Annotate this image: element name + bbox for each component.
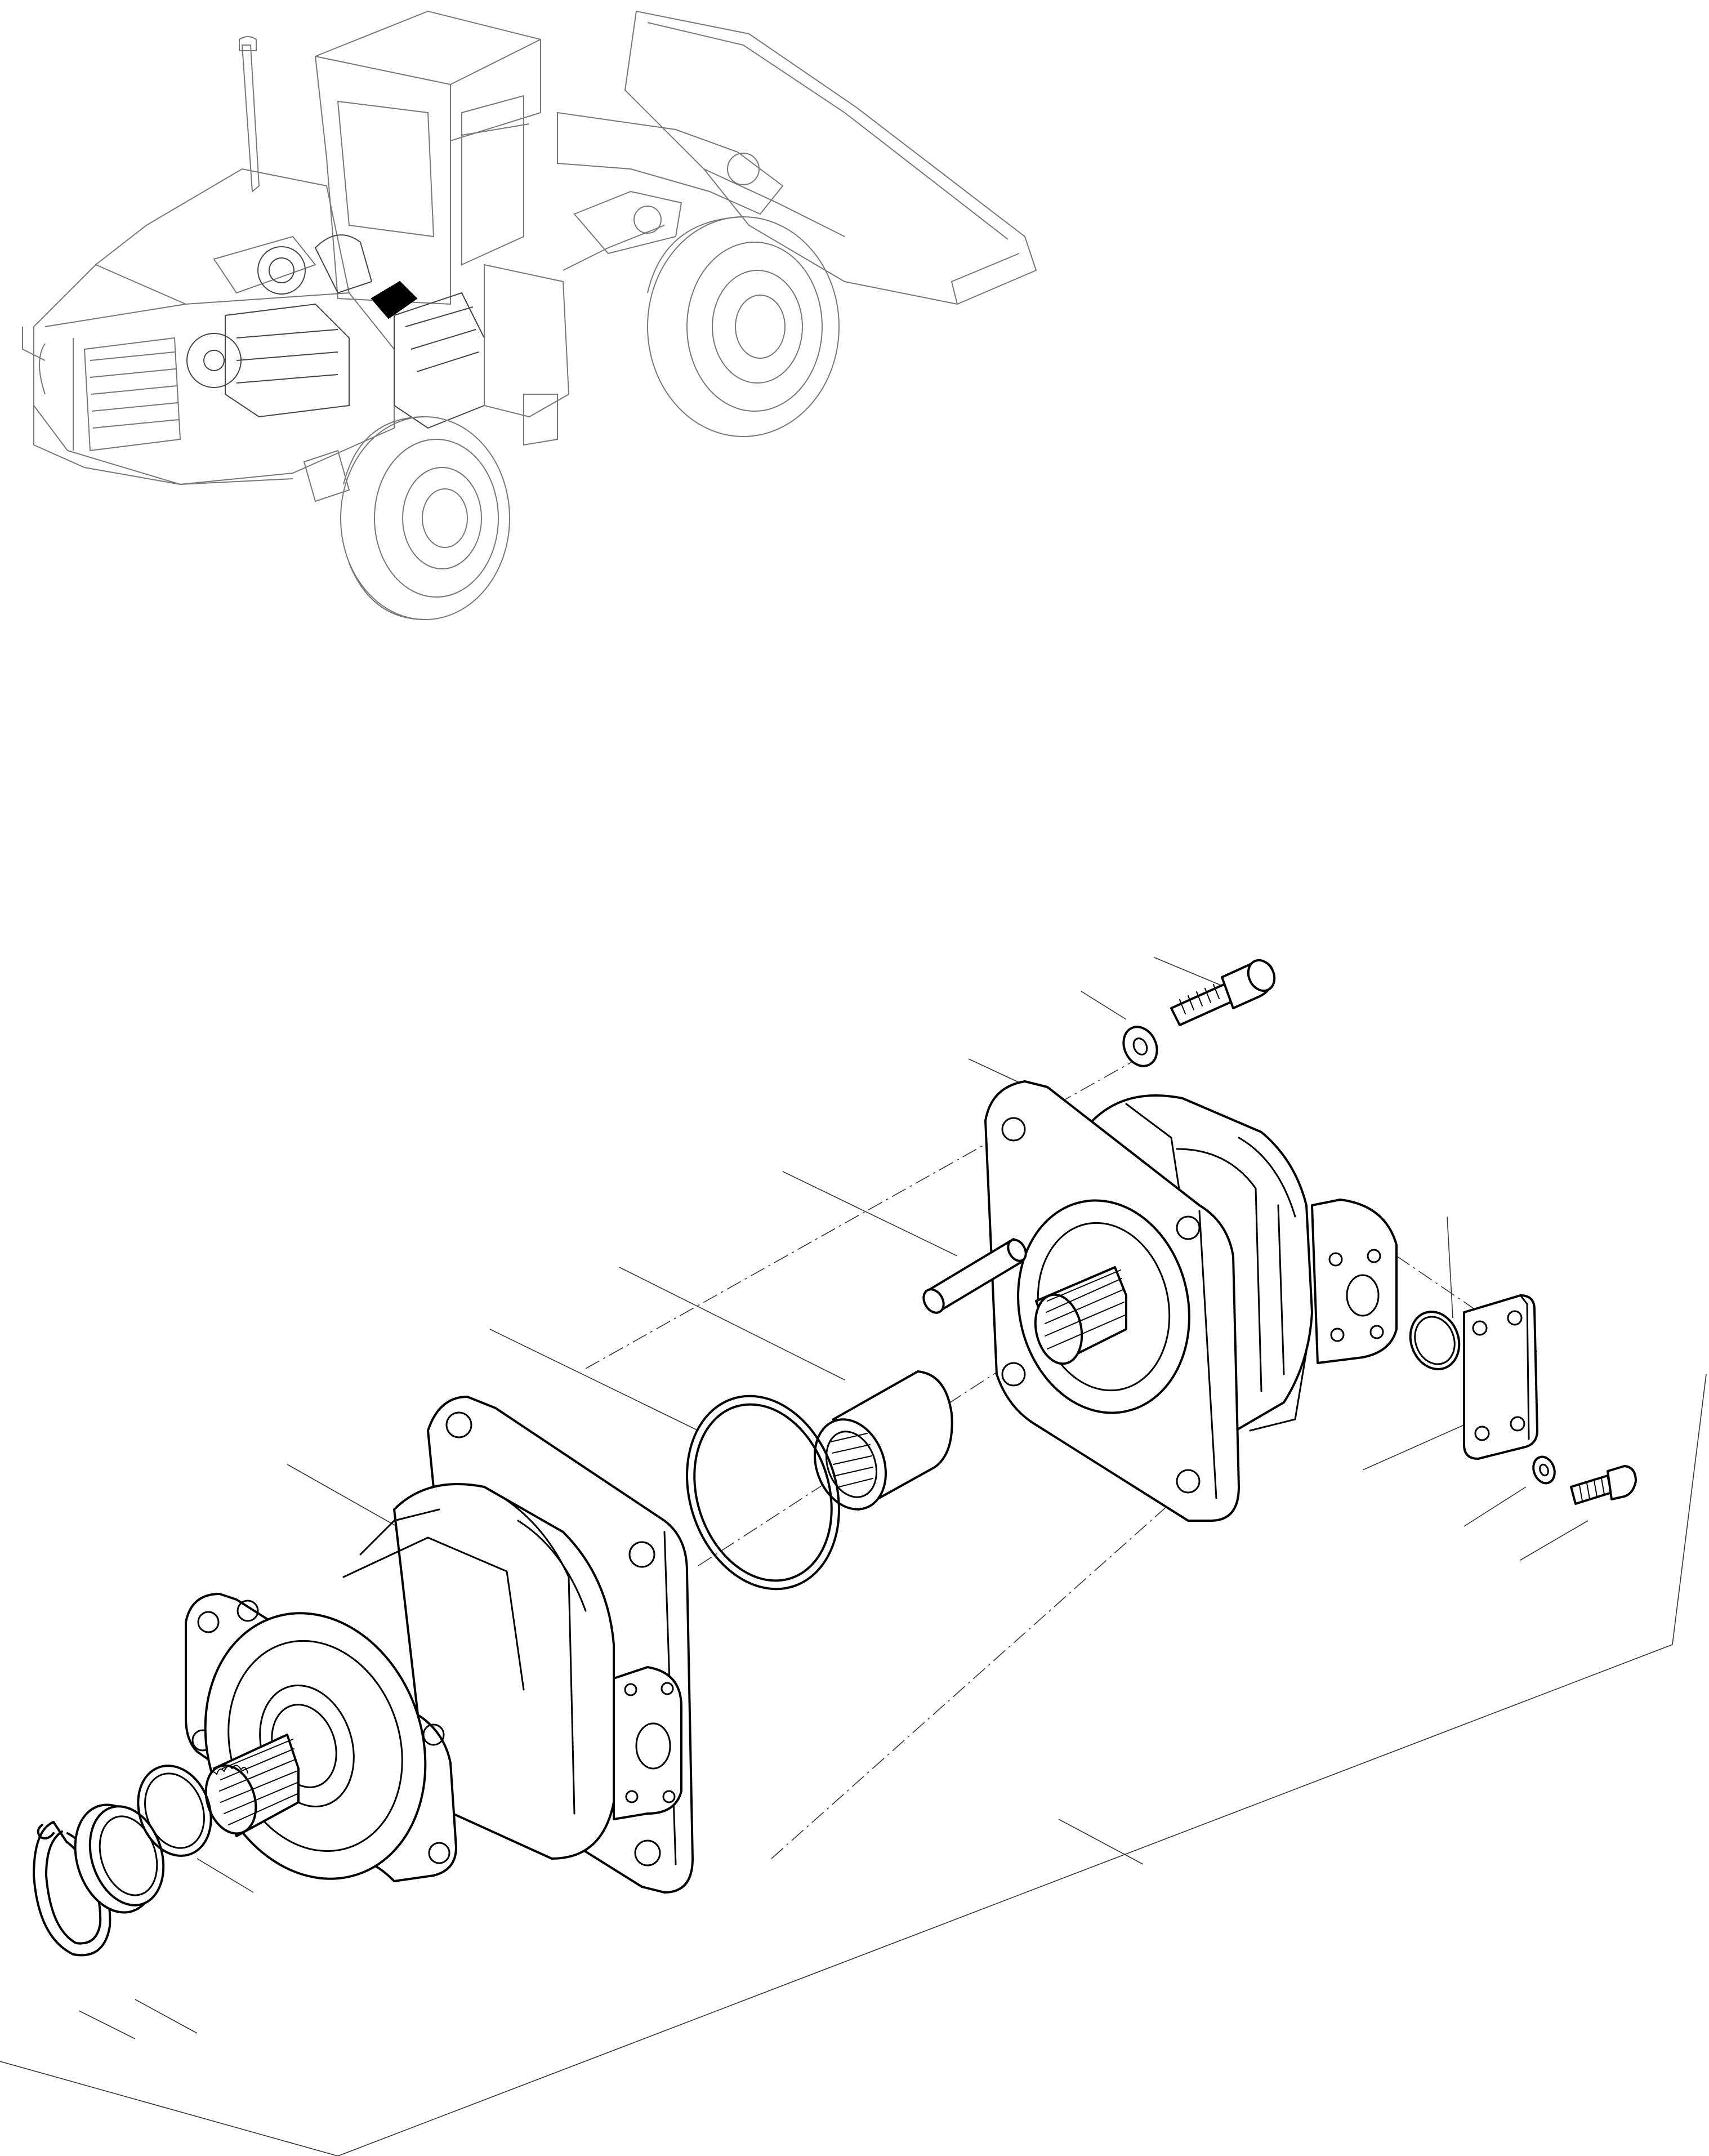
washer — [1122, 1026, 1158, 1067]
leader-dowel-pin — [782, 1171, 958, 1257]
loader-counterweight — [22, 327, 293, 485]
loader-engine-hood — [33, 168, 395, 485]
leader-washer — [1081, 991, 1127, 1020]
loader-lift-arm — [557, 112, 784, 255]
exploded-view-frame — [0, 1374, 1707, 2156]
wheel-loader-overview — [22, 10, 1037, 620]
flange-plate — [1463, 1294, 1538, 1460]
leader-bushing — [619, 1267, 845, 1380]
collar-ring — [137, 1765, 212, 1857]
leader-bolt-small — [1520, 1520, 1588, 1561]
o-ring — [686, 1395, 840, 1591]
loader-rear-wheel — [340, 416, 510, 620]
seal-ring — [74, 1803, 165, 1914]
leader-cap-screw — [1154, 957, 1222, 986]
callout-leader-lines — [78, 957, 1588, 2039]
leader-collar-ring — [197, 1858, 254, 1893]
bushing — [814, 1370, 953, 1511]
loader-front-wheel — [647, 216, 840, 437]
o-ring-small — [1409, 1311, 1461, 1370]
loader-frame — [303, 225, 665, 502]
leader-flange-plate — [1362, 1424, 1465, 1471]
cap-screw — [1170, 959, 1276, 1026]
leader-washer-small — [1463, 1486, 1527, 1527]
loader-engine-detail — [186, 234, 485, 429]
highlighted-pump-marker — [371, 280, 418, 319]
loader-exhaust — [239, 36, 260, 193]
loader-bucket — [624, 10, 1037, 305]
washer-small — [1532, 1455, 1556, 1485]
bolt-small — [1570, 1465, 1637, 1505]
leader-snap-ring — [78, 2010, 136, 2039]
pump-body — [185, 1396, 694, 1894]
pump-cover — [984, 1080, 1398, 1522]
dowel-pin — [922, 1238, 1027, 1314]
leader-seal-ring — [135, 1999, 198, 2034]
leader-o-ring — [489, 1329, 699, 1431]
loader-cab — [314, 10, 541, 305]
leader-o-ring-small — [1447, 1216, 1453, 1318]
